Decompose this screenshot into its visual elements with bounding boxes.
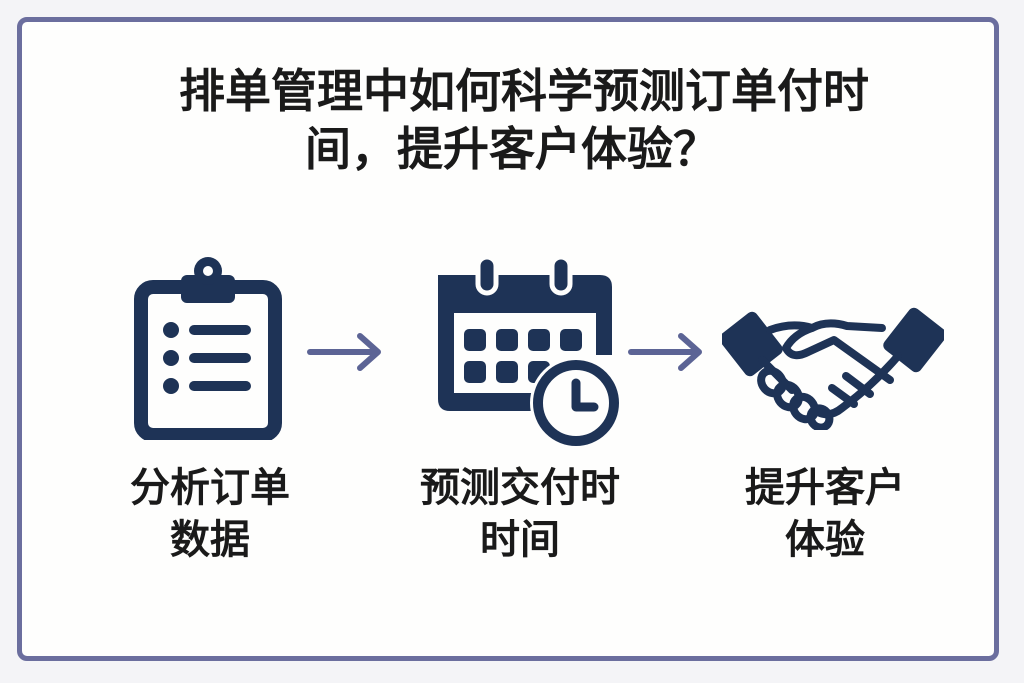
page-title: 排单管理中如何科学预测订单付时 间，提升客户体验？ bbox=[0, 62, 1024, 178]
handshake-icon bbox=[722, 307, 944, 430]
calendar-clock-icon bbox=[438, 255, 622, 449]
step-label-predict: 预测交付时 时间 bbox=[420, 465, 620, 563]
step-label-analyze: 分析订单 数据 bbox=[130, 465, 290, 563]
title-line-2: 间，提升客户体验？ bbox=[305, 122, 719, 176]
arrow-right-icon bbox=[307, 333, 381, 371]
step-label-improve: 提升客户 体验 bbox=[745, 465, 905, 563]
title-line-1: 排单管理中如何科学预测订单付时 bbox=[179, 64, 869, 118]
arrow-right-icon bbox=[628, 333, 702, 371]
clipboard-list-icon bbox=[134, 257, 282, 440]
